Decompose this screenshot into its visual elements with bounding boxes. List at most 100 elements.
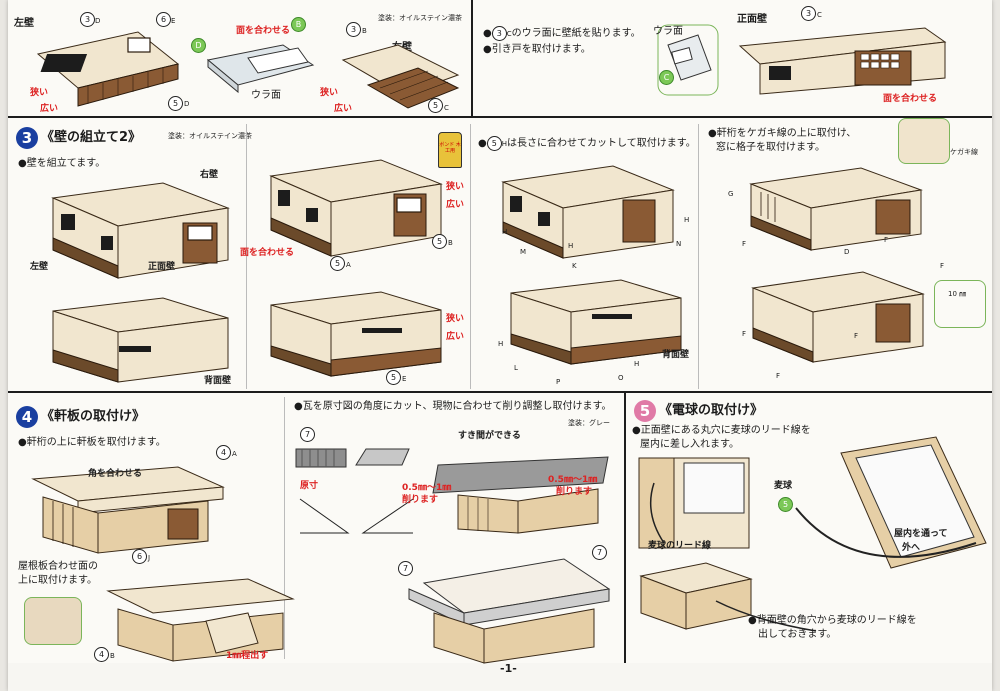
back-wall-illustration <box>52 297 229 383</box>
eave-instruction-2: 窓に格子を取付けます。 <box>716 142 825 153</box>
step4-badge: 4 <box>16 405 38 428</box>
finished-roof-illustration <box>408 558 611 664</box>
back-wall-label-4: 背面壁 <box>662 350 690 360</box>
step4-header: 4《軒板の取付け》 <box>16 405 145 428</box>
front-wall-illustration <box>738 27 947 95</box>
lbl-6n: N <box>676 240 682 248</box>
back-face-illustration <box>657 24 719 96</box>
scribe-detail <box>898 118 950 164</box>
lbl-3f-b: F <box>742 330 747 338</box>
lattice-illustration <box>751 271 925 363</box>
divider-3 <box>698 124 699 389</box>
lbl-3f-c: F <box>854 332 859 340</box>
cut-angle-template <box>299 498 414 534</box>
roof-detail <box>24 597 82 645</box>
divider-1 <box>246 124 247 389</box>
corner-label: 角を合わせる <box>88 469 143 479</box>
step4-paint: 塗装：グレー <box>568 419 610 427</box>
label-d-circle: D <box>191 38 206 53</box>
part-5c-sub: C <box>444 104 449 112</box>
step5-instruction-1: ●正面壁にある丸穴に麦球のリード線を <box>632 425 811 436</box>
lbl-6l: L <box>514 364 518 372</box>
top-left-panel: 左壁 3 D 6 E 狭い 広い 5 D 面を合わせる B D ウラ面 3 B <box>8 0 473 118</box>
lbl-5h-b: H <box>568 242 574 250</box>
shave1-label: 0.5㎜～1㎜ <box>402 483 452 493</box>
part-5d-sub: D <box>184 100 190 108</box>
bullet-h: ● <box>478 138 487 149</box>
h-instr-text: は長さに合わせてカットして取付けます。 <box>507 138 696 149</box>
lower-trim-illustration <box>270 291 442 377</box>
through-label-1: 屋内を通って <box>894 529 948 539</box>
narrow-label: 狭い <box>30 88 49 98</box>
lbl-5h-e: H <box>634 360 640 368</box>
step4-panel: 4《軒板の取付け》 ●軒桁の上に軒板を取付けます。 角を合わせる 4 A 屋根板… <box>8 393 626 664</box>
right-wall-label-3: 右壁 <box>200 170 219 180</box>
roof-note-2: 上に取付けます。 <box>18 575 97 586</box>
part-6e-circle: 6 <box>156 12 171 27</box>
sliding-door-instruction: ●引き戸を取付けます。 <box>483 44 591 55</box>
left-wall-label: 左壁 <box>14 18 34 29</box>
shave2-label: 0.5㎜～1㎜ <box>548 475 598 485</box>
align-label-3: 面を合わせる <box>240 248 295 258</box>
part-7-c: 7 <box>592 545 607 560</box>
step3-header: 3《壁の組立て2》 <box>16 126 141 149</box>
lbl-6k: K <box>572 262 577 270</box>
part-5c-circle: 5 <box>428 98 443 113</box>
label-c-circle: C <box>659 70 674 85</box>
gap-label: すき間ができる <box>458 431 521 441</box>
lbl-6p: P <box>556 378 561 386</box>
h-instr-circle: 5 <box>486 136 502 151</box>
step3-instruction: ●壁を組立てます。 <box>18 158 106 169</box>
step3-badge: 3 <box>16 126 38 149</box>
back-hole-text-2: 出しておきます。 <box>758 629 837 640</box>
lead-label: 麦球のリード線 <box>648 541 712 551</box>
wallpaper-instruction-text: のウラ面に壁紙を貼ります。 <box>511 28 641 39</box>
step4-instruction: ●軒桁の上に軒板を取付けます。 <box>18 437 166 448</box>
instr-3c-circle: 3 <box>491 26 507 41</box>
lbl-3f-d: F <box>776 372 781 380</box>
lbl-4a: A <box>232 450 237 458</box>
instruction-sheet: 左壁 3 D 6 E 狭い 広い 5 D 面を合わせる B D ウラ面 3 B <box>8 0 992 691</box>
back-hole-text-1: ●背面壁の角穴から麦球のリード線を <box>748 615 917 626</box>
front-wall-label-3: 正面壁 <box>148 262 176 272</box>
left-wall-label-3: 左壁 <box>30 262 49 272</box>
front-wall-label: 正面壁 <box>737 14 767 25</box>
paint-note: 塗装：オイルステイン濃茶 <box>378 14 462 22</box>
back-wall-label-3: 背面壁 <box>204 376 232 386</box>
step5-instruction-2: 屋内に差し入れます。 <box>640 439 739 450</box>
eave-board-illustration <box>31 466 225 554</box>
step5-title: 《電球の取付け》 <box>659 403 764 418</box>
part-3b-circle: 3 <box>346 22 361 37</box>
step5-badge: 5 <box>634 399 656 422</box>
ten-mm-detail <box>934 280 986 328</box>
eave-instruction-1: ●軒桁をケガキ線の上に取付け、 <box>708 128 857 139</box>
instr-3c-sub: C <box>506 30 512 38</box>
lbl-5h-a: H <box>502 228 508 236</box>
divider-4 <box>284 397 285 659</box>
left-wall-illustration <box>36 31 180 107</box>
lbl-5f: F <box>884 236 889 244</box>
part-5e-circle: 5 <box>386 370 401 385</box>
tile-strip-illustration <box>295 448 410 468</box>
lbl-5h-d: H <box>498 340 504 348</box>
part-3b-sub: B <box>362 27 367 35</box>
lbl-6d: D <box>844 248 850 256</box>
part-3c-sub: C <box>817 11 822 19</box>
step4-title: 《軒板の取付け》 <box>41 409 146 424</box>
wide-label-3: 広い <box>446 200 465 210</box>
divider-2 <box>470 124 471 389</box>
through-label-2: 外へ <box>902 543 921 553</box>
eave-illustration <box>749 167 923 251</box>
step3-title: 《壁の組立て2》 <box>41 130 142 145</box>
part-6e-sub: E <box>171 17 176 25</box>
interior-box-illustration <box>795 436 987 569</box>
step3-panel: 3《壁の組立て2》 塗装：オイルステイン濃茶 ●壁を組立てます。 右壁 左壁 正… <box>8 118 992 393</box>
lbl-4b: B <box>110 652 115 660</box>
align-label-2: 面を合わせる <box>883 94 938 104</box>
back-hole-illustration <box>639 562 817 632</box>
wide-label-2: 広い <box>334 104 353 114</box>
roof-note-1: 屋根板合わせ面の <box>18 561 98 572</box>
back-face-label-2: ウラ面 <box>653 26 683 37</box>
